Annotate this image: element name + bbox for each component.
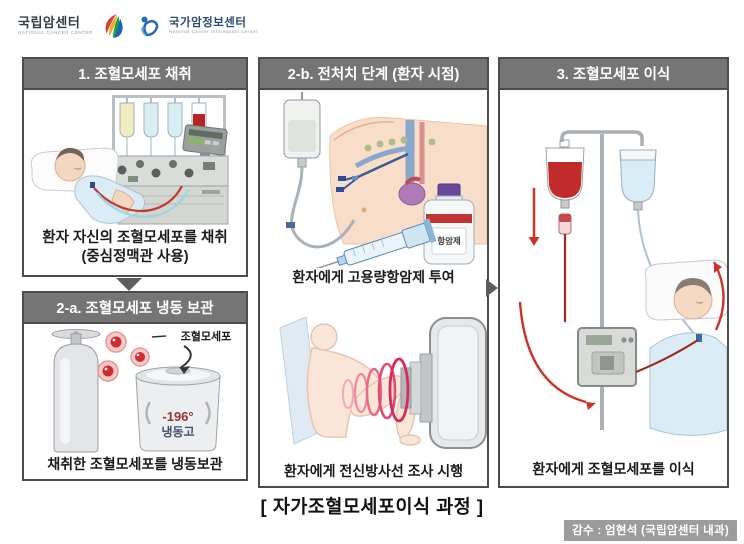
ncic-logo-subtitle: National Cancer Information Center [168, 30, 258, 36]
return-tube [96, 189, 189, 218]
radiation-caption: 환자에게 전신방사선 조사 시행 [283, 462, 464, 479]
infusion-pump [577, 327, 637, 387]
cryostorage-illustration: -196° 냉동고 조혈모세포 [51, 329, 232, 453]
transfusion-tubes [518, 261, 725, 410]
chemotherapy-illustration: 항암제 [283, 92, 487, 268]
collect-caption-line1: 환자 자신의 조혈모세포를 채취 [42, 230, 228, 246]
freeze-caption: 채취한 조혈모세포를 냉동보관 [47, 456, 223, 472]
stem-cell-label: 조혈모세포 [181, 329, 232, 343]
syringe-icon [315, 218, 437, 268]
apheresis-illustration [30, 95, 229, 225]
panel-condition: 2-b. 전처치 단계 (환자 시점) [258, 57, 489, 488]
ncic-logo-title: 국가암정보센터 [168, 16, 247, 29]
chemo-caption: 환자에게 고용량항암제 투여 [292, 269, 455, 285]
credit-badge: 감수 : 엄현석 (국립암센터 내과) [564, 520, 737, 541]
stem-cells-icon [97, 331, 150, 382]
panel-transplant: 3. 조혈모세포 이식 [498, 57, 729, 488]
patient-figure [30, 147, 146, 224]
radiation-waves [342, 357, 410, 422]
flow-arrow-down [116, 277, 142, 291]
into-freezer-arrow [179, 345, 192, 369]
stem-cell-bag [528, 139, 585, 322]
freezer-temp-label: -196° [162, 409, 193, 424]
ncic-logo-text: 국가암정보센터 National Cancer Information Cent… [169, 17, 258, 36]
ncc-logo-title: 국립암센터 [18, 14, 81, 30]
logo-bar: 국립암센터 NATIONAL CANCER CENTER 국가암정보센터 Nat… [18, 13, 258, 39]
heart-shape [398, 182, 426, 206]
ncc-logo-text: 국립암센터 NATIONAL CANCER CENTER [18, 16, 93, 36]
ncc-logo-subtitle: NATIONAL CANCER CENTER [18, 31, 93, 37]
nitrogen-cylinder [51, 329, 101, 453]
transplant-illustration [518, 130, 727, 437]
panel-transplant-title: 3. 조혈모세포 이식 [500, 59, 727, 90]
panel-condition-title: 2-b. 전처치 단계 (환자 시점) [260, 59, 487, 90]
radiation-illustration [279, 315, 487, 449]
ncc-leaf-icon [105, 14, 123, 38]
panel-freeze: 2-a. 조혈모세포 냉동 보관 [22, 291, 248, 481]
patient-figure [644, 259, 727, 437]
chemo-iv-bag [283, 92, 356, 249]
freezer-container: -196° 냉동고 [135, 366, 221, 452]
transplant-caption: 환자에게 조혈모세포를 이식 [532, 460, 695, 477]
ncic-icon [141, 16, 159, 36]
freezer-name-label: 냉동고 [161, 424, 194, 439]
main-caption: [ 자가조혈모세포이식 과정 ] [260, 496, 484, 517]
vial-label: 항암제 [437, 236, 461, 246]
panel-collect: 1. 조혈모세포 채취 [22, 57, 248, 277]
radiation-machine [400, 316, 487, 449]
panel-collect-title: 1. 조혈모세포 채취 [24, 59, 246, 90]
collect-caption-line2: (중심정맥관 사용) [81, 249, 189, 266]
blood-tube [93, 185, 183, 213]
flow-arrow-right [486, 279, 498, 297]
panel-freeze-title: 2-a. 조혈모세포 냉동 보관 [24, 293, 246, 324]
